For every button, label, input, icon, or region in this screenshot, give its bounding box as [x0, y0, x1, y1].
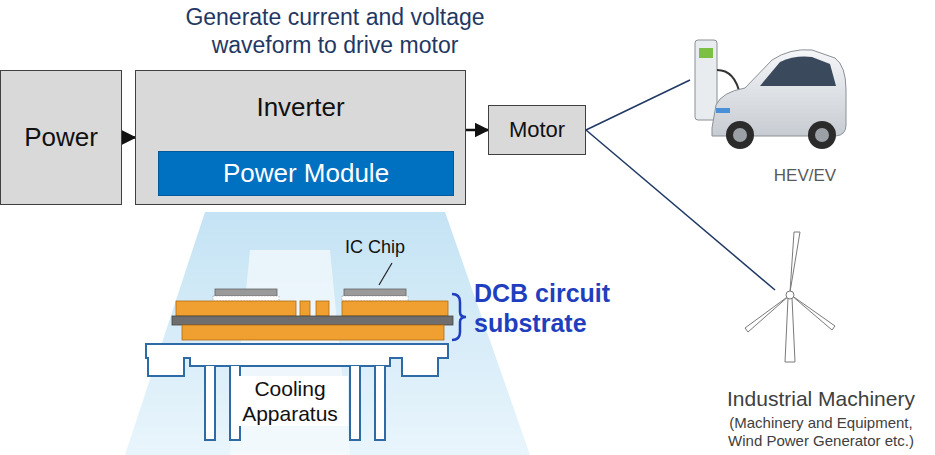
dcb-substrate [172, 289, 453, 340]
cooling-apparatus [146, 344, 448, 440]
application-note: (Machinery and Equipment, Wind Power Gen… [712, 414, 930, 450]
leader-line [586, 80, 690, 130]
application-label: HEV/EV [765, 166, 845, 186]
part-label: IC Chip [345, 237, 435, 259]
part-label: DCB circuit substrate [474, 278, 644, 338]
source-box: Power [0, 70, 122, 205]
leader-line [379, 263, 392, 285]
box-text: Inverter [256, 93, 344, 123]
box-text: Motor [509, 117, 565, 142]
bracket [452, 294, 466, 340]
car-icon [695, 40, 846, 149]
heading-note: Generate current and voltage waveform to… [170, 4, 500, 59]
wind-turbine-icon [745, 232, 835, 362]
module-box: Power Module [158, 151, 454, 196]
highlight-beam [125, 212, 530, 455]
inverter-box: InverterPower Module [135, 70, 466, 205]
application-label: Industrial Machinery [712, 386, 930, 411]
motor-box: Motor [488, 105, 586, 155]
leader-line [586, 130, 775, 290]
part-label: Cooling Apparatus [232, 376, 348, 426]
flow-arrow [466, 129, 488, 132]
flow-arrow [122, 136, 135, 139]
box-text: Power Module [223, 159, 389, 189]
box-text: Power [24, 123, 98, 153]
